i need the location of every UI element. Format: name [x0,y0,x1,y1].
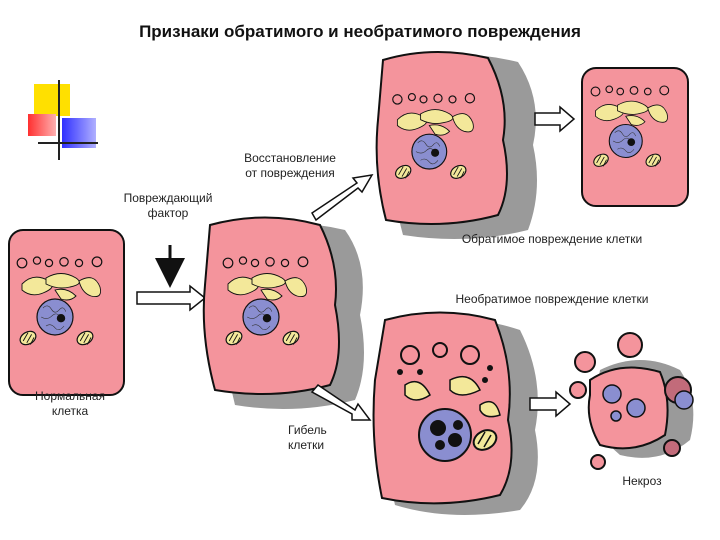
label-damaging-factor: Повреждающий фактор [108,191,228,221]
label-recovery: Восстановление от повреждения [230,151,350,181]
recovered-cell [581,67,689,207]
arrow-normal-to-damaged [136,284,207,312]
label-irreversible: Необратимое повреждение клетки [455,292,649,306]
arrow-to-necrosis [529,390,572,418]
arrow-to-recovered [534,105,576,133]
label-necrosis: Некроз [622,474,662,488]
decor-hline [38,142,98,144]
label-cell-death-line2: клетки [288,438,325,452]
normal-cell [8,229,125,396]
label-recovery-line1: Восстановление [244,151,336,165]
label-damaging-factor-line2: фактор [147,206,189,220]
dying-cell [372,311,538,515]
label-cell-death: Гибель клетки [288,423,348,453]
label-reversible: Обратимое повреждение клетки [461,232,643,246]
swollen-cell [375,50,537,239]
decor-squares [28,80,98,160]
red-square [28,114,56,136]
label-normal-cell-line1: Нормальная [35,389,105,403]
decor-vline [58,80,60,160]
label-normal-cell: Нормальная клетка [20,389,120,419]
reversible-damage-cell [202,216,364,409]
label-damaging-factor-line1: Повреждающий [123,191,213,205]
label-normal-cell-line2: клетка [51,404,89,418]
label-recovery-line2: от повреждения [245,166,335,180]
arrow-to-death [310,384,372,421]
label-cell-death-line1: Гибель [288,423,327,437]
necrotic-cell [569,332,694,470]
page-title: Признаки обратимого и необратимого повре… [139,22,581,41]
arrow-to-reversible [311,174,374,222]
yellow-square [34,84,70,116]
